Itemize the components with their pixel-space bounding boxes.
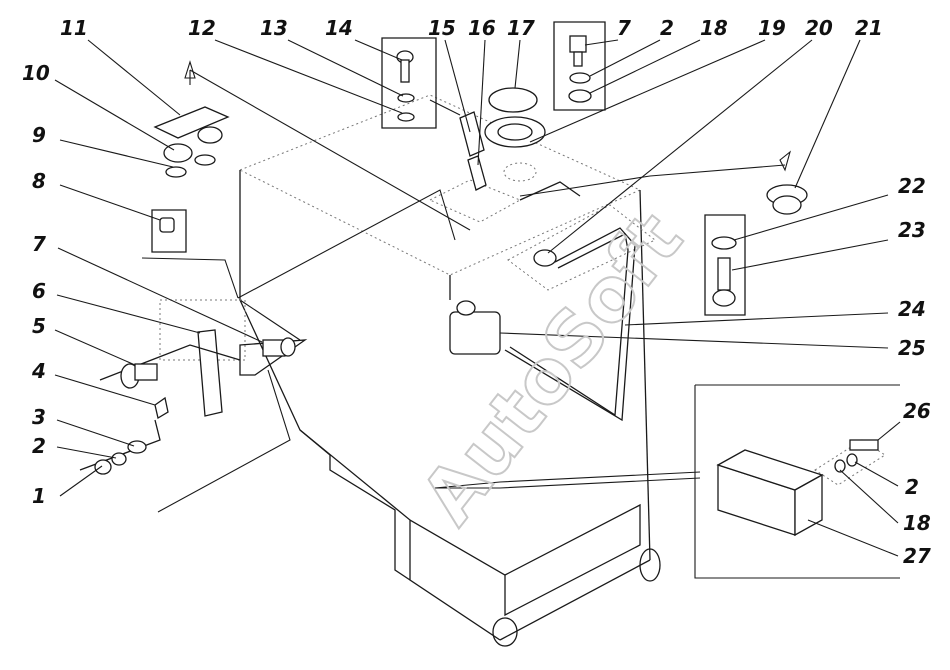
callout-11: 11 xyxy=(60,16,88,40)
callout-3: 3 xyxy=(32,405,46,429)
callout-2-top: 2 xyxy=(660,16,674,40)
cover-plate-group xyxy=(151,106,230,253)
callout-12: 12 xyxy=(188,16,216,40)
callout-2-lower: 2 xyxy=(905,475,919,499)
callout-25: 25 xyxy=(898,336,926,360)
bolt-box-right xyxy=(553,21,606,111)
callout-23: 23 xyxy=(898,218,926,242)
callout-17: 17 xyxy=(507,16,535,40)
box-group xyxy=(716,439,886,537)
callout-24: 24 xyxy=(898,297,926,321)
callout-21: 21 xyxy=(855,16,883,40)
callout-13: 13 xyxy=(260,16,288,40)
callout-9: 9 xyxy=(32,123,46,147)
callout-labels: 1 2 3 4 5 6 7 8 9 10 11 12 13 14 15 16 1… xyxy=(22,16,931,568)
callout-22: 22 xyxy=(898,174,926,198)
drain-plug-group xyxy=(704,184,808,316)
gauge-clips xyxy=(459,111,487,191)
callout-5: 5 xyxy=(32,314,46,338)
watermark-text: AutoSoft xyxy=(405,197,699,540)
callout-10: 10 xyxy=(22,61,50,85)
callout-15: 15 xyxy=(428,16,456,40)
sensor-assembly xyxy=(449,204,656,422)
callout-6: 6 xyxy=(32,279,46,303)
callout-8: 8 xyxy=(32,169,46,193)
callout-4: 4 xyxy=(31,359,46,383)
callout-19: 19 xyxy=(758,16,786,40)
tank-body xyxy=(238,94,661,647)
explosion-lines xyxy=(141,60,900,579)
bolt-box-left xyxy=(381,37,437,129)
leader-lines xyxy=(54,39,901,557)
callout-2: 2 xyxy=(32,434,46,458)
filler-cap xyxy=(484,87,546,148)
callout-14: 14 xyxy=(325,16,353,40)
callout-1: 1 xyxy=(32,484,46,508)
callout-20: 20 xyxy=(805,16,833,40)
callout-18: 18 xyxy=(700,16,728,40)
callout-26: 26 xyxy=(903,399,931,423)
callout-27: 27 xyxy=(903,544,931,568)
callout-16: 16 xyxy=(468,16,496,40)
callout-7-top: 7 xyxy=(617,16,631,40)
callout-18-lower: 18 xyxy=(903,511,931,535)
bracket-cluster xyxy=(79,299,308,475)
callout-7: 7 xyxy=(32,232,46,256)
